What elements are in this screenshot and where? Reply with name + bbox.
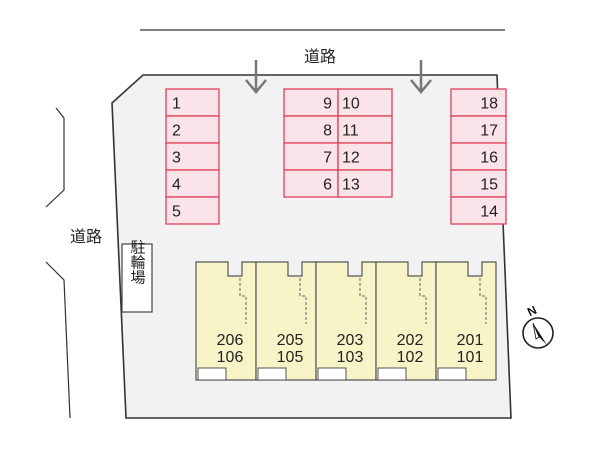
parking-space: 9 bbox=[283, 88, 339, 117]
parking-space: 7 bbox=[283, 142, 339, 171]
parking-right-column: 18 17 16 15 14 bbox=[450, 88, 507, 225]
parking-space-number: 2 bbox=[172, 123, 181, 140]
parking-space-number: 9 bbox=[323, 96, 332, 113]
parking-space: 14 bbox=[450, 196, 507, 225]
unit-number-upper: 206 bbox=[217, 332, 244, 349]
road-left-edge-lower bbox=[45, 261, 71, 419]
parking-space: 5 bbox=[165, 196, 220, 225]
parking-space-number: 4 bbox=[172, 177, 181, 194]
parking-space-number: 11 bbox=[342, 123, 359, 140]
parking-space: 12 bbox=[337, 142, 393, 171]
parking-space-number: 16 bbox=[480, 150, 498, 167]
bike-parking: 駐輪場 bbox=[121, 240, 153, 313]
parking-space: 15 bbox=[450, 169, 507, 198]
unit-number-upper: 201 bbox=[457, 332, 484, 349]
parking-space-number: 6 bbox=[323, 177, 332, 194]
entrance-arrow-left bbox=[245, 60, 267, 94]
parking-space: 18 bbox=[450, 88, 507, 117]
road-left-label: 道路 bbox=[70, 228, 102, 246]
parking-space: 13 bbox=[337, 169, 393, 198]
parking-space-number: 13 bbox=[342, 177, 360, 194]
road-left-edge-upper bbox=[45, 107, 65, 208]
unit-number-lower: 105 bbox=[277, 349, 304, 366]
parking-space-number: 18 bbox=[480, 96, 498, 113]
compass-icon: N bbox=[522, 303, 554, 349]
parking-space: 8 bbox=[283, 115, 339, 144]
parking-space-number: 7 bbox=[323, 150, 332, 167]
parking-space-number: 1 bbox=[172, 96, 181, 113]
parking-space-number: 10 bbox=[342, 96, 360, 113]
parking-center-block: 9 8 7 6 10 11 12 13 bbox=[283, 88, 393, 198]
unit-number-upper: 203 bbox=[337, 332, 364, 349]
parking-space-number: 15 bbox=[480, 177, 498, 194]
parking-space: 17 bbox=[450, 115, 507, 144]
parking-space-number: 3 bbox=[172, 150, 181, 167]
entrance-arrow-right bbox=[410, 60, 432, 94]
parking-space: 11 bbox=[337, 115, 393, 144]
road-top-label: 道路 bbox=[304, 48, 336, 66]
unit-number-lower: 102 bbox=[397, 349, 424, 366]
parking-space: 4 bbox=[165, 169, 220, 198]
parking-space: 10 bbox=[337, 88, 393, 117]
parking-left-column: 1 2 3 4 5 bbox=[165, 88, 220, 225]
unit-number-lower: 101 bbox=[457, 349, 484, 366]
parking-space-number: 8 bbox=[323, 123, 332, 140]
unit-number-lower: 106 bbox=[217, 349, 244, 366]
parking-space: 1 bbox=[165, 88, 220, 117]
parking-space-number: 5 bbox=[172, 204, 181, 221]
unit-number-upper: 205 bbox=[277, 332, 304, 349]
parking-space: 6 bbox=[283, 169, 339, 198]
compass-label: N bbox=[525, 303, 539, 319]
parking-space: 3 bbox=[165, 142, 220, 171]
parking-space-number: 14 bbox=[480, 204, 498, 221]
parking-space: 16 bbox=[450, 142, 507, 171]
parking-space-number: 12 bbox=[342, 150, 360, 167]
unit-number-lower: 103 bbox=[337, 349, 364, 366]
unit-number-upper: 202 bbox=[397, 332, 424, 349]
parking-space: 2 bbox=[165, 115, 220, 144]
bike-parking-label: 駐輪場 bbox=[129, 240, 146, 285]
parking-space-number: 17 bbox=[480, 123, 498, 140]
